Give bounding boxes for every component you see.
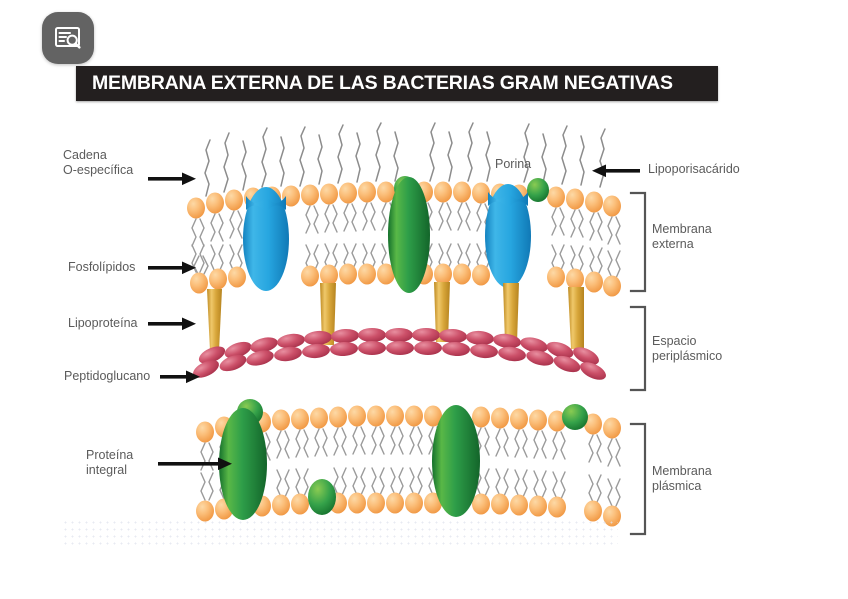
arrow-lipoproteina — [148, 317, 196, 331]
document-search-icon — [53, 24, 83, 52]
arrow-peptidoglucano — [160, 370, 200, 384]
bracket-membrana-plasmica — [629, 422, 647, 536]
lipoprotein-pillar — [434, 282, 450, 342]
label-peptidoglucano: Peptidoglucano — [64, 369, 151, 383]
label-fosfolipidos: Fosfolípidos — [68, 260, 136, 274]
label-membrana-plasmica: Membrana plásmica — [652, 464, 712, 493]
lps-blob — [527, 178, 549, 202]
lipoprotein-pillar — [207, 289, 222, 351]
bracket-espacio-periplasmico — [629, 305, 647, 392]
porin-blue-left — [243, 187, 289, 291]
plasma-integral-protein — [219, 408, 267, 520]
section-brackets — [629, 191, 647, 536]
porin-blue-right — [485, 184, 531, 288]
peptidoglycan-layer — [193, 328, 606, 380]
lipoprotein-pillar — [320, 283, 336, 345]
bracket-membrana-externa — [629, 191, 647, 293]
label-membrana-externa: Membrana externa — [652, 222, 712, 251]
outer-integral-protein — [388, 177, 430, 293]
arrow-cadena-o-especifica — [148, 172, 196, 186]
label-cadena-o-especifica: Cadena O-específica — [63, 148, 134, 177]
page-title: MEMBRANA EXTERNA DE LAS BACTERIAS GRAM N… — [92, 72, 673, 94]
label-proteina-integral: Proteína integral — [86, 448, 134, 477]
arrow-proteina-integral — [158, 457, 232, 471]
lipoprotein-pillar — [503, 283, 519, 343]
peripheral-protein — [237, 399, 263, 425]
arrow-fosfolipidos — [148, 261, 196, 275]
peripheral-protein-inner — [308, 479, 336, 515]
cytoplasm-texture — [62, 519, 618, 545]
document-search-badge[interactable] — [42, 12, 94, 64]
arrow-lipoporisacarido — [592, 164, 640, 178]
lps-blob — [394, 176, 416, 200]
peripheral-protein — [562, 404, 588, 430]
label-espacio-periplasmico: Espacio periplásmico — [652, 334, 723, 363]
label-lipoproteina: Lipoproteína — [68, 316, 138, 330]
plasma-integral-protein — [432, 405, 480, 517]
lipoprotein-pillar — [568, 287, 584, 349]
title-bar: MEMBRANA EXTERNA DE LAS BACTERIAS GRAM N… — [76, 66, 718, 101]
pointer-arrows — [148, 164, 640, 471]
label-lipoporisacarido: Lipoporisacárido — [648, 162, 740, 176]
label-porina: Porina — [495, 157, 532, 171]
